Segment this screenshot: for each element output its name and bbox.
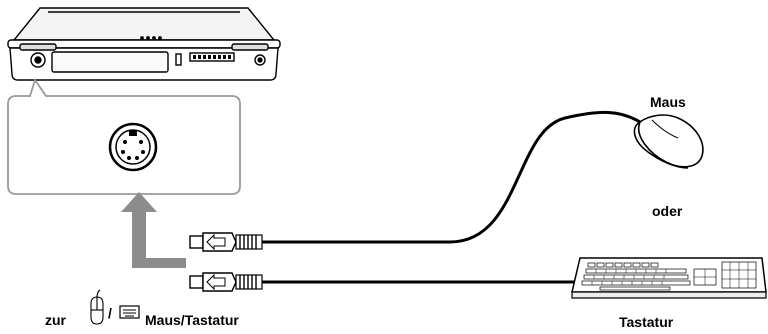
keyboard-cable (189, 272, 580, 292)
mouse-label: Maus (650, 94, 686, 110)
laptop-illustration (7, 7, 281, 81)
keyboard-label: Tastatur (619, 314, 674, 330)
mouse-cable (189, 110, 641, 252)
keyboard-illustration (571, 257, 767, 299)
l-arrow-icon (121, 192, 186, 268)
port-caption-suffix: Maus/Tastatur (145, 312, 239, 328)
keyboard-symbol-icon (119, 305, 140, 319)
ps2-port-icon (108, 122, 158, 172)
symbol-separator: / (108, 305, 112, 321)
mouse-symbol-icon (90, 289, 104, 325)
port-caption-prefix: zur (45, 312, 66, 328)
mouse-illustration (633, 114, 704, 169)
or-label: oder (652, 203, 683, 219)
